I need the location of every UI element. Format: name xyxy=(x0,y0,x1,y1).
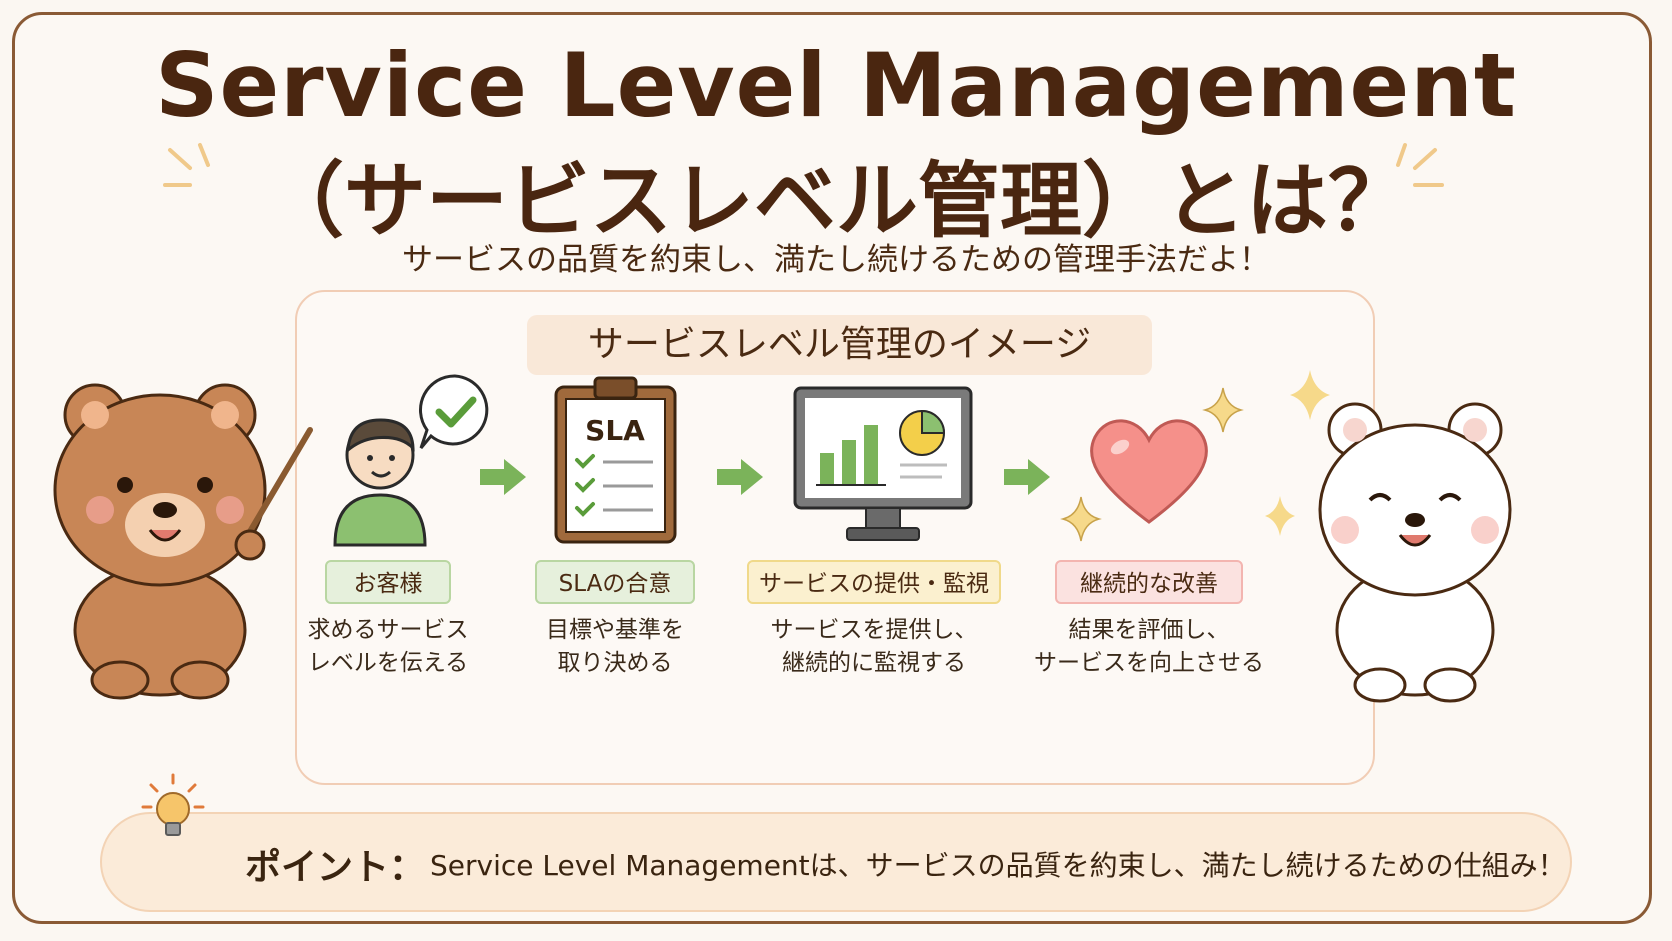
white-bear-illustration xyxy=(1318,402,1512,703)
sparkle-icon xyxy=(1265,496,1295,536)
clipboard-icon: SLA xyxy=(554,376,677,544)
check-bubble-icon xyxy=(419,374,489,449)
brown-bear-illustration xyxy=(53,383,313,700)
arrow-right-icon xyxy=(480,459,526,495)
step-desc-line: 目標や基準を xyxy=(546,617,684,643)
sparkle-icon xyxy=(1060,496,1102,542)
arrow-right-icon xyxy=(1004,459,1050,495)
lightbulb-icon xyxy=(141,773,205,836)
heart-icon xyxy=(1090,419,1208,524)
point-text: Service Level Managementは、サービスの品質を約束し、満た… xyxy=(430,849,1566,882)
point-heading: ポイント： xyxy=(245,847,426,888)
title-spark-left-icon xyxy=(163,143,210,187)
step-desc-line: レベルを伝える xyxy=(307,650,469,676)
step-desc-line: サービスを提供し、 xyxy=(770,617,978,643)
page-title: Service Level Management xyxy=(155,34,1517,137)
sparkle-icon xyxy=(1290,370,1330,420)
step-desc-line: 継続的に監視する xyxy=(782,650,966,676)
panel-title: サービスレベル管理のイメージ xyxy=(527,315,1152,375)
sparkle-icon xyxy=(1202,387,1244,433)
step-desc-sla: 目標や基準を 取り決める xyxy=(495,614,735,680)
step-desc-provide-monitor: サービスを提供し、 継続的に監視する xyxy=(754,614,994,680)
step-label-improve: 継続的な改善 xyxy=(1055,560,1243,604)
subtitle: サービスの品質を約束し、満たし続けるための管理手法だよ！ xyxy=(402,242,1270,278)
step-desc-line: 求めるサービス xyxy=(307,617,469,643)
step-desc-customer: 求めるサービス レベルを伝える xyxy=(268,614,508,680)
page-title-sub: （サービスレベル管理）とは？ xyxy=(261,154,1410,249)
step-desc-line: サービスを向上させる xyxy=(1034,650,1264,676)
clipboard-label: SLA xyxy=(585,414,645,447)
title-spark-right-icon xyxy=(1396,143,1444,187)
step-label-customer: お客様 xyxy=(325,560,451,604)
step-desc-line: 取り決める xyxy=(557,650,673,676)
point-box xyxy=(100,812,1572,912)
step-label-sla: SLAの合意 xyxy=(535,560,695,604)
image-panel xyxy=(295,290,1375,785)
step-desc-line: 結果を評価し、 xyxy=(1068,617,1230,643)
step-desc-improve: 結果を評価し、 サービスを向上させる xyxy=(1019,614,1279,680)
step-label-provide-monitor: サービスの提供・監視 xyxy=(747,560,1001,604)
monitor-chart-icon xyxy=(793,386,973,541)
arrow-right-icon xyxy=(717,459,763,495)
customer-icon xyxy=(333,418,427,547)
